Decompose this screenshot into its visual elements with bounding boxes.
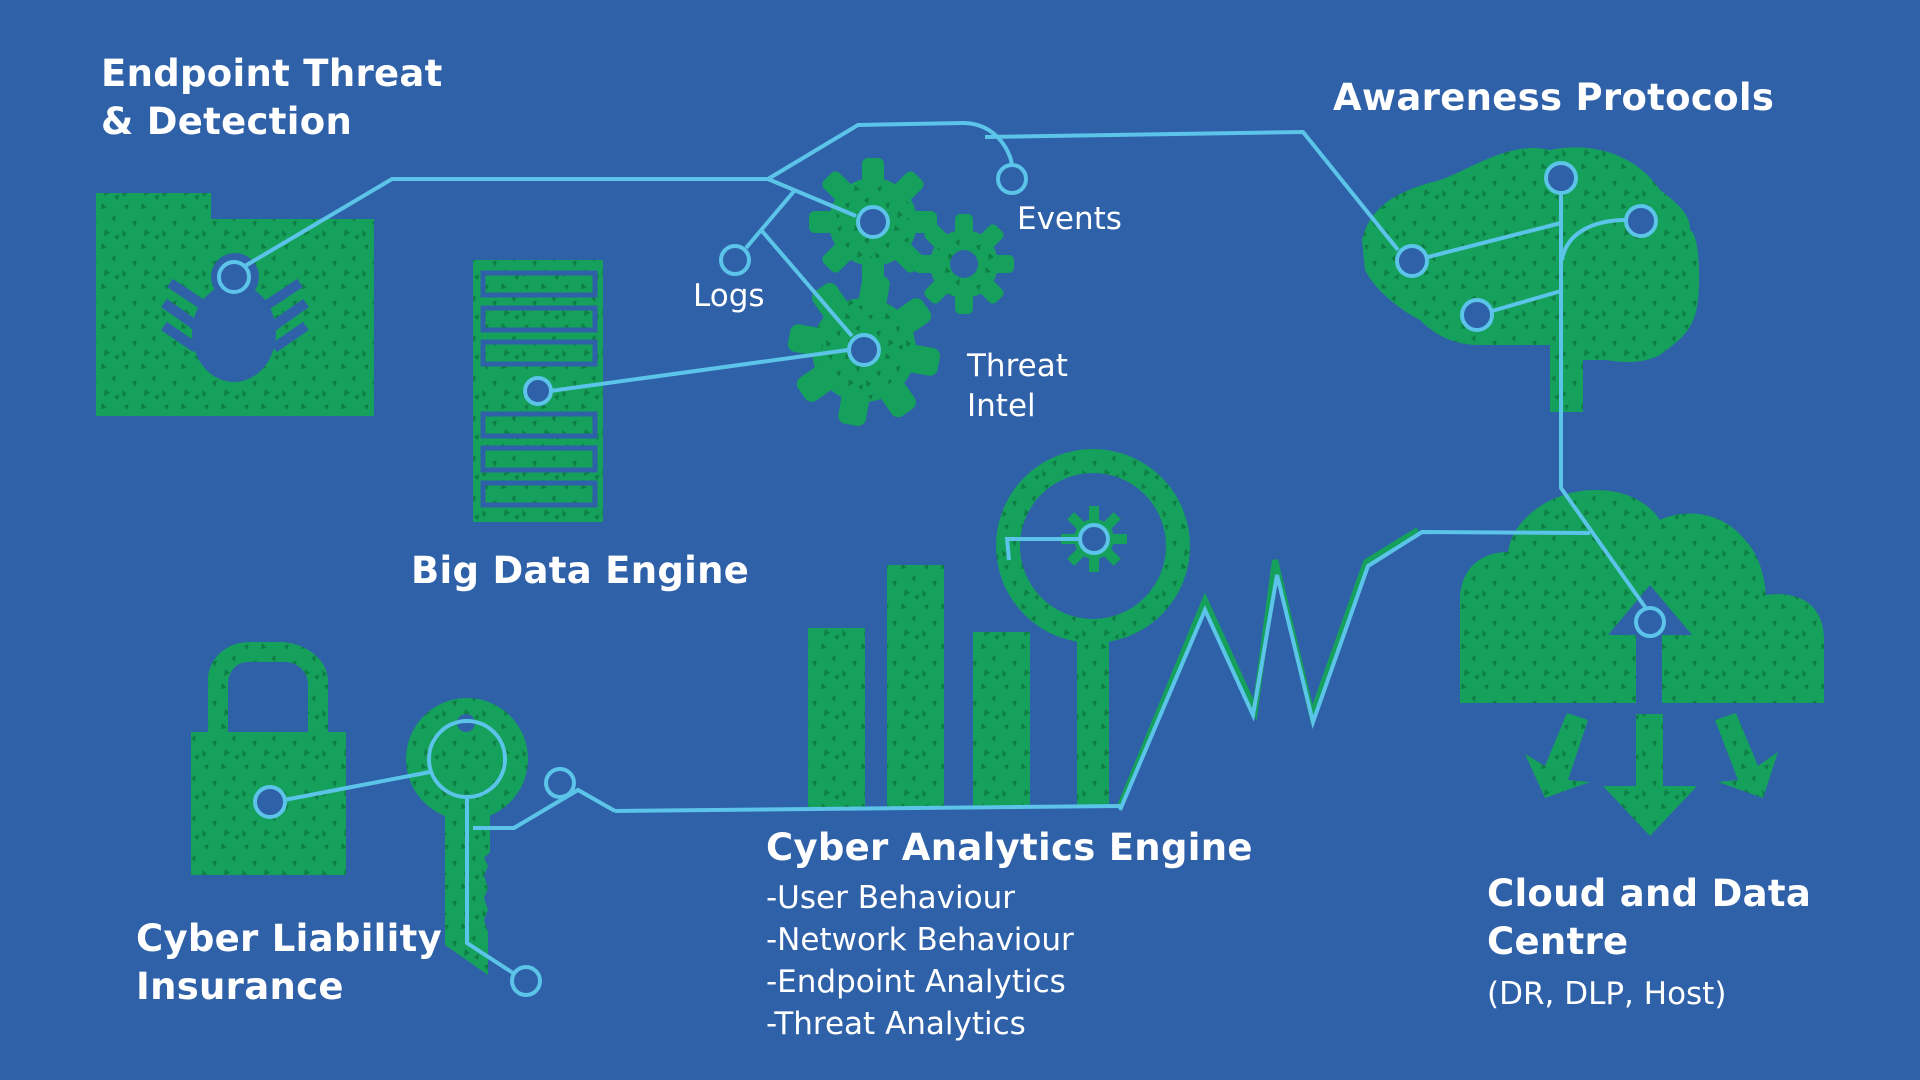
line-endpoint-to-hub xyxy=(243,177,768,268)
node-gear1 xyxy=(856,205,890,239)
node-events xyxy=(996,163,1028,195)
line-hub-to-logs xyxy=(744,188,797,250)
line-key-stem xyxy=(465,796,515,975)
node-key-ring xyxy=(427,719,507,799)
node-brain-top xyxy=(1544,161,1578,195)
node-key-bottom xyxy=(510,965,542,997)
line-server-to-threat-intel xyxy=(549,348,849,393)
node-server xyxy=(523,376,553,406)
line-lock-to-key xyxy=(283,770,431,802)
endpoint-threat-title: Endpoint Threat & Detection xyxy=(101,52,443,143)
analytics-item-endpoint-analytics: -Endpoint Analytics xyxy=(766,964,1066,1000)
node-cloud xyxy=(1634,606,1666,638)
line-brain-stem xyxy=(1559,195,1652,616)
cloud-arrows-icon xyxy=(1460,490,1824,836)
gear-small-icon xyxy=(914,214,1014,314)
node-endpoint xyxy=(217,260,251,294)
cloud-data-centre-title: Cloud and Data Centre xyxy=(1487,872,1812,963)
line-pulse xyxy=(1118,529,1591,811)
node-magnifier-gear xyxy=(1078,523,1110,555)
line-analytics-base xyxy=(614,804,1121,813)
line-key-to-node xyxy=(473,787,616,830)
analytics-item-threat-analytics: -Threat Analytics xyxy=(766,1006,1026,1042)
padlock-icon xyxy=(191,642,346,875)
node-brain-right xyxy=(1624,204,1658,238)
cloud-data-centre-subtitle: (DR, DLP, Host) xyxy=(1487,976,1727,1012)
gear-label-events: Events xyxy=(1017,201,1122,237)
line-brain-to-right xyxy=(1560,218,1628,261)
pulse-line-shadow xyxy=(1117,527,1420,808)
connector-network xyxy=(243,121,1652,975)
big-data-engine-title: Big Data Engine xyxy=(411,549,750,592)
analytics-item-user-behaviour: -User Behaviour xyxy=(766,880,1015,916)
cyber-liability-title: Cyber Liability Insurance xyxy=(136,917,443,1008)
cyber-analytics-list: -User Behaviour -Network Behaviour -Endp… xyxy=(766,877,1074,1045)
line-brain-to-lower xyxy=(1491,289,1562,313)
analytics-item-network-behaviour: -Network Behaviour xyxy=(766,922,1074,958)
node-logs xyxy=(719,244,751,276)
node-threat-intel xyxy=(847,333,881,367)
brain-icon xyxy=(1362,147,1700,413)
folder-bug-icon xyxy=(96,193,374,416)
line-brain-to-left xyxy=(1427,221,1562,259)
line-events-to-awareness xyxy=(984,129,1400,252)
gear-label-logs: Logs xyxy=(693,278,765,314)
node-lock xyxy=(253,785,287,819)
node-key-side xyxy=(544,767,576,799)
bar-chart-magnifier-icon xyxy=(808,449,1190,808)
line-branch-to-threat-intel xyxy=(760,229,854,338)
cyber-analytics-title: Cyber Analytics Engine xyxy=(766,826,1253,869)
node-brain-left xyxy=(1395,244,1429,278)
node-brain-lower xyxy=(1460,298,1494,332)
gear-label-threat-intel: Threat Intel xyxy=(967,348,1068,424)
line-magnifier xyxy=(1004,537,1094,561)
line-hub-to-gear1 xyxy=(767,177,857,218)
awareness-protocols-title: Awareness Protocols xyxy=(1333,76,1775,119)
connector-nodes xyxy=(217,161,1666,997)
line-hub-to-top xyxy=(766,121,964,181)
line-top-to-events xyxy=(962,121,1014,166)
